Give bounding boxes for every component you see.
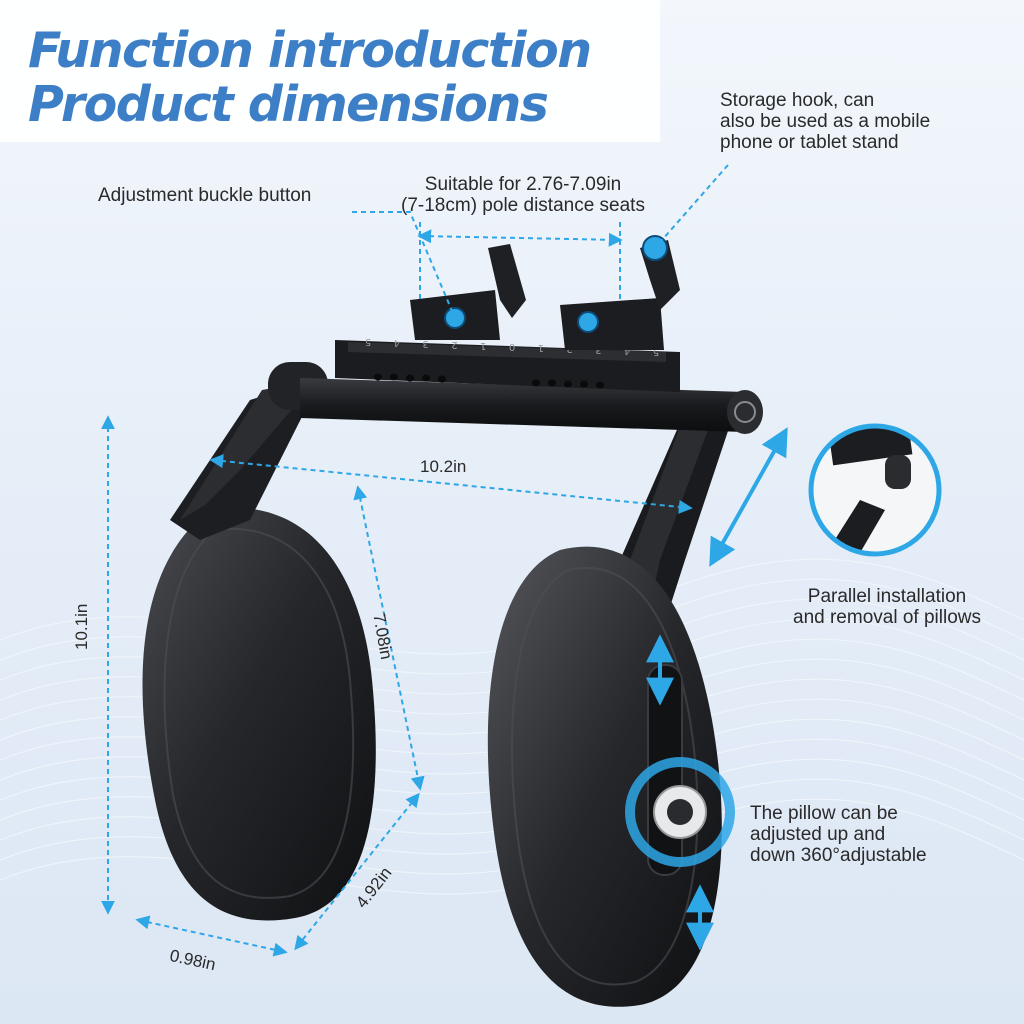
crossbar <box>300 340 763 434</box>
parallel-install-callout: Parallel installation and removal of pil… <box>793 586 981 628</box>
scale-tick-label: 5 <box>365 336 371 347</box>
width-dimension-label: 10.2in <box>420 457 467 476</box>
scale-tick-label: 2 <box>451 339 457 350</box>
page-title: Function introduction <box>28 22 592 79</box>
page-subtitle: Product dimensions <box>28 76 549 133</box>
scale-tick-label: 4 <box>624 345 630 356</box>
pillow-adjust-callout: The pillow can be adjusted up and down 3… <box>750 803 927 866</box>
buckle-button-callout: Adjustment buckle button <box>98 185 312 206</box>
storage-hook-callout: Storage hook, can also be used as a mobi… <box>720 90 931 153</box>
inset-detail <box>808 423 942 557</box>
pole-distance-callout: Suitable for 2.76-7.09in (7-18cm) pole d… <box>401 174 645 216</box>
scale-tick-label: 4 <box>394 337 400 348</box>
title-band <box>0 0 660 142</box>
right-pillow <box>487 546 735 1007</box>
scale-tick-label: 0 <box>509 341 515 352</box>
scale-tick-label: 5 <box>653 346 659 357</box>
height-dimension-label: 10.1in <box>72 603 91 650</box>
scale-tick-label: 3 <box>422 338 428 349</box>
left-clamp <box>410 244 526 340</box>
scale-tick-label: 1 <box>480 340 486 351</box>
left-pillow <box>142 507 376 921</box>
dimension-arrows <box>101 164 788 957</box>
scale-tick-label: 1 <box>538 342 544 353</box>
adjustment-holes <box>374 373 604 389</box>
